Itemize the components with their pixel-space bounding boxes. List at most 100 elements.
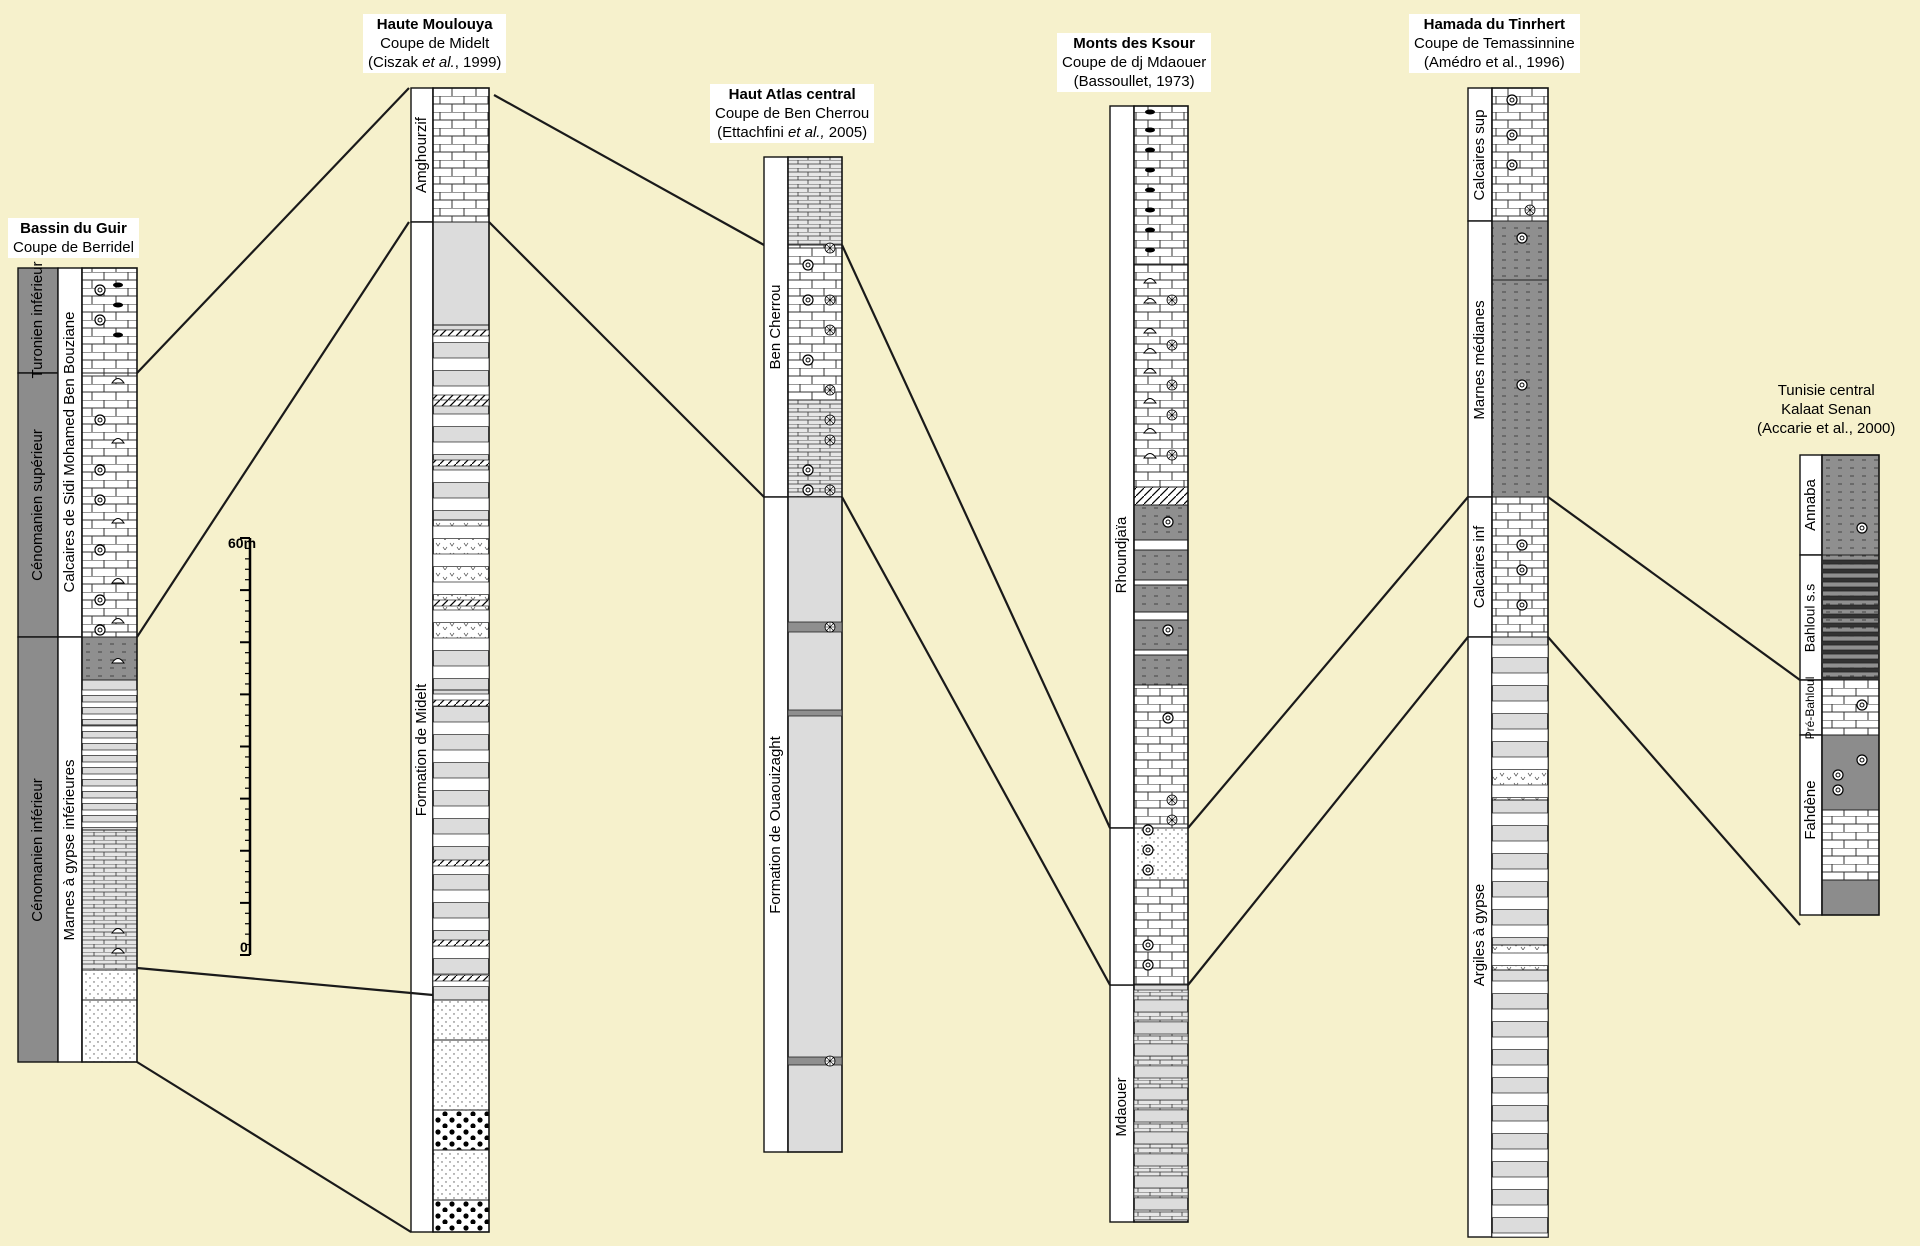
correlation-line	[841, 496, 1111, 986]
thin-bed	[1821, 622, 1880, 628]
ammonite-icon	[1856, 522, 1868, 534]
atlas-ammonites	[802, 259, 814, 496]
ammonite-icon	[1835, 772, 1841, 778]
thin-bed	[1491, 1064, 1549, 1078]
thin-bed	[1133, 1033, 1189, 1045]
thin-bed	[1821, 613, 1880, 619]
column-outline	[787, 156, 843, 1153]
correlation-line	[136, 1061, 412, 1233]
lithology-bed	[1133, 654, 1189, 686]
thin-bed	[1821, 586, 1880, 592]
bivalve-icon	[1143, 398, 1157, 404]
nodule-icon	[1145, 167, 1155, 173]
bivalve-icon	[111, 928, 125, 934]
ammonite-icon	[97, 547, 103, 553]
dolomite-bed	[432, 939, 490, 947]
lithology-bed	[432, 1109, 490, 1151]
thin-bed	[1491, 1148, 1549, 1162]
nodule-icon	[1145, 227, 1155, 233]
lithology-bed	[1133, 611, 1189, 621]
ammonite-icon	[1519, 235, 1525, 241]
bivalve-icon	[1143, 453, 1157, 459]
thin-bed	[81, 713, 138, 720]
echinoid-icon	[1167, 340, 1177, 350]
lithology-bed	[1821, 734, 1880, 811]
ammonite-icon	[97, 287, 103, 293]
thin-bed	[1821, 604, 1880, 610]
header-reference: (Ciszak et al., 1999)	[368, 54, 502, 71]
lithology-bed	[432, 1199, 490, 1233]
thin-bed	[432, 749, 490, 763]
echinoid-icon	[1167, 295, 1177, 305]
ammonite-icon	[805, 262, 811, 268]
thin-bed	[1491, 980, 1549, 994]
formation-bar-argiles	[1467, 636, 1493, 1238]
echinoid-icon	[825, 243, 835, 253]
scale-label-bottom: 0	[240, 939, 248, 955]
thin-bed	[432, 777, 490, 791]
lithology-bed	[787, 156, 843, 246]
lithology-bed	[1821, 809, 1880, 881]
tunisie-ammonites	[1856, 522, 1868, 766]
dolomite-bed	[432, 329, 490, 337]
ksour-urchins	[1166, 294, 1178, 826]
lithology-bed	[1491, 87, 1549, 222]
scale-label-top: 60m	[228, 535, 256, 551]
formation-label: Argiles à gypse	[1471, 884, 1488, 987]
thin-bed	[432, 413, 490, 427]
thin-bed	[81, 737, 138, 744]
ammonite-icon	[97, 417, 103, 423]
ammonite-icon	[1509, 132, 1515, 138]
nodule-icon	[113, 302, 123, 308]
ammonite-icon	[1506, 94, 1518, 106]
lithology-bed	[1133, 879, 1189, 986]
tunisie-laminae	[1821, 559, 1880, 681]
lithology-bed	[81, 636, 138, 681]
thin-bed	[1133, 1011, 1189, 1023]
lithology-bed	[1133, 539, 1189, 551]
correlation-line	[136, 221, 410, 638]
formation-label: Formation de Ouaouizaght	[767, 735, 784, 913]
guir-nodules	[113, 282, 123, 338]
lithology-bed	[432, 221, 490, 326]
thin-bed	[1821, 568, 1880, 574]
ammonite-icon	[1506, 129, 1518, 141]
formation-bar-ouaouizaght	[763, 496, 789, 1153]
marker-bed	[787, 621, 843, 633]
bivalve-icon	[111, 438, 125, 444]
echinoid-icon	[1167, 410, 1177, 420]
thin-bed	[432, 357, 490, 371]
ammonite-icon	[1516, 232, 1528, 244]
bivalve-icon	[1143, 328, 1157, 334]
ammonite-icon	[94, 314, 106, 326]
thin-bed	[432, 497, 490, 511]
ammonite-icon	[1506, 159, 1518, 171]
thin-bed	[1491, 924, 1549, 938]
thin-bed	[432, 721, 490, 735]
formation-label: Calcaires de Sidi Mohamed Ben Bouziane	[61, 312, 78, 593]
ammonite-icon	[1165, 715, 1171, 721]
lithology-bed	[1133, 264, 1189, 488]
correlation-line	[493, 94, 765, 246]
column-outline	[1821, 454, 1880, 916]
ammonite-icon	[1145, 942, 1151, 948]
ammonite-icon	[1516, 599, 1528, 611]
lithology-bed	[1133, 105, 1189, 266]
correlation-line	[136, 966, 434, 997]
correlation-lines	[136, 87, 1801, 1233]
thin-bed	[432, 525, 490, 539]
ammonite-icon	[1145, 847, 1151, 853]
thin-bed	[1133, 1055, 1189, 1067]
thin-bed	[432, 833, 490, 847]
lithology-bed	[787, 244, 843, 401]
marker-bed	[787, 1056, 843, 1066]
thin-bed	[1133, 989, 1189, 1001]
column-atlas	[787, 156, 843, 1153]
formation-label: Mdaouer	[1113, 1077, 1130, 1136]
nodule-icon	[1145, 147, 1155, 153]
column-tunisie	[1821, 454, 1880, 916]
thin-bed	[1821, 631, 1880, 637]
ammonite-icon	[97, 497, 103, 503]
thin-bed	[1491, 1092, 1549, 1106]
thin-bed	[1821, 640, 1880, 646]
